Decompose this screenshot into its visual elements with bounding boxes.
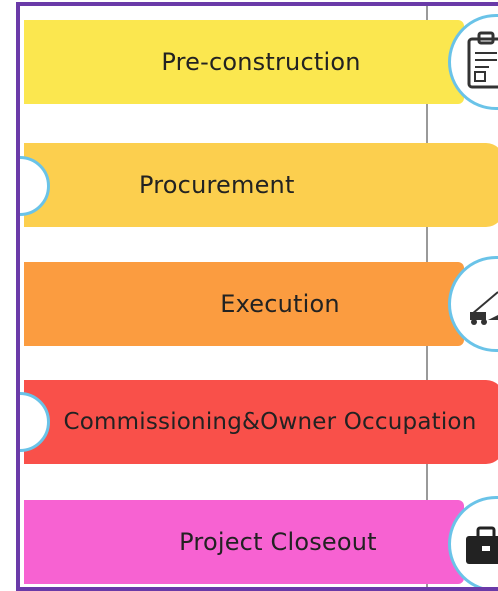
diagram-frame: Pre-construction Procurement Execution C… [16, 2, 498, 591]
phase-band-pre-construction: Pre-construction [24, 20, 464, 104]
phase-band-project-closeout: Project Closeout [24, 500, 464, 584]
phase-band-commissioning: Commissioning&Owner Occupation [24, 380, 498, 464]
phase-label: Execution [220, 290, 340, 318]
phase-label: Pre-construction [161, 48, 361, 76]
phase-label: Procurement [139, 171, 295, 199]
phase-label: Commissioning&Owner Occupation [63, 409, 477, 435]
phase-band-procurement: Procurement [24, 143, 498, 227]
construction-site-icon [448, 256, 498, 352]
phase-band-execution: Execution [24, 262, 464, 346]
phase-label: Project Closeout [179, 528, 377, 556]
